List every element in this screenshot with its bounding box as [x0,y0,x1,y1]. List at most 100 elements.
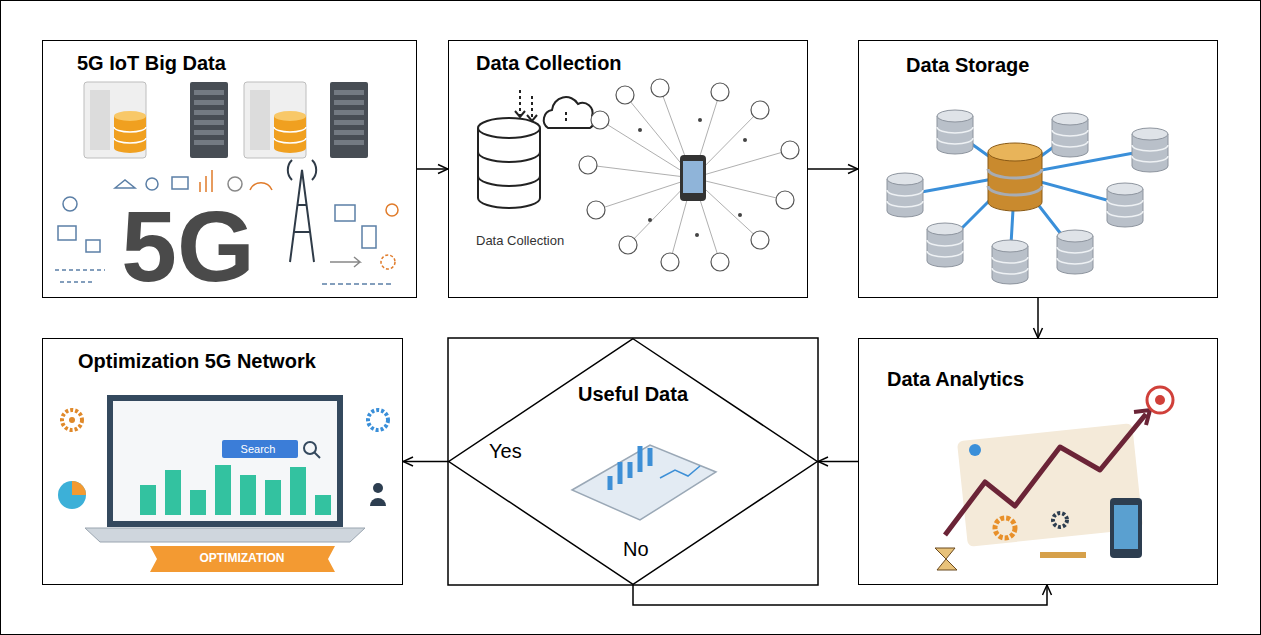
tablet-chart [572,445,716,520]
tablet-chart [572,445,716,520]
server-icons [194,90,224,95]
network-graph [680,155,706,201]
network-graph [648,218,652,222]
server-icons [114,116,146,153]
cloud-icon [544,97,594,128]
database-icon [478,118,540,208]
server-icons [244,82,306,158]
server-icons [334,110,364,115]
server-icons [190,82,228,158]
network-icons [335,205,355,221]
big-5g-text: 5G [121,204,254,289]
storage-network [1052,113,1088,157]
analytics-illustration [1040,552,1086,558]
server-icons [244,82,306,158]
analytics-illustration [1134,410,1150,425]
laptop-illustration [215,465,231,515]
network-graph [738,213,742,217]
network-graph [616,86,634,104]
laptop-illustration [190,490,206,515]
server-icons [84,82,146,158]
tablet-chart [610,446,650,490]
process-box: Data Analytics [858,338,1218,585]
node-title: Data Analytics [887,367,1024,391]
analytics-illustration [969,444,981,456]
network-icons [86,240,100,252]
process-box: Optimization 5G Network [42,338,403,585]
cloud-icon [515,90,594,128]
node-title: Useful Data [578,382,688,406]
server-icons [194,120,224,125]
server-icons [334,130,364,135]
network-graph [776,191,794,209]
node-title: Data Storage [906,53,1029,77]
network-graph [683,161,703,193]
server-icons [194,110,224,115]
laptop-illustration [150,546,335,572]
laptop-illustration [222,440,298,458]
laptop-illustration [62,410,82,430]
analytics-illustration [1155,395,1165,405]
cell-tower [290,170,314,262]
laptop-illustration [140,485,156,515]
cell-tower [288,160,316,180]
laptop-illustration [69,417,75,423]
network-graph [711,253,729,271]
tablet-chart [660,466,700,478]
storage-network [1057,230,1093,274]
network-icons [362,226,376,248]
network-graph [591,111,609,129]
network-graph [711,83,729,101]
flow-arrow [818,461,858,463]
storage-network [988,143,1042,161]
network-graph [695,233,699,237]
server-icons [330,82,368,158]
decision-frame [448,338,818,585]
server-icons [334,140,364,145]
flow-arrow [1037,298,1039,338]
laptop-illustration [58,481,86,509]
edge-label: No [621,538,651,560]
network-graph [579,79,799,271]
flow-arrow [417,168,448,170]
network-icons [58,226,76,240]
network-graph [588,88,790,262]
analytics-illustration [1053,513,1067,527]
analytics-illustration [995,518,1015,538]
database-icon [478,128,540,208]
server-icons [274,116,306,153]
analytics-illustration [1110,498,1142,558]
network-graph [579,156,597,174]
process-box: Data Storage [858,40,1218,298]
server-icons [334,100,364,105]
network-icons [386,204,398,216]
flow-arrow [633,585,1047,605]
server-icons [334,90,364,95]
laptop-illustration [373,483,383,493]
network-graph [587,201,605,219]
server-icons [190,82,228,158]
analytics-illustration [1114,505,1138,549]
network-graph [698,118,702,122]
server-icons [114,111,146,121]
network-graph [651,79,669,97]
storage-network [988,169,1042,195]
server-icons [194,100,224,105]
node-text: Data Collection [476,233,564,249]
laptop-illustration [140,465,331,515]
network-graph [781,141,799,159]
laptop-illustration [314,452,320,458]
diamond-shape [449,339,818,585]
server-icons [274,127,306,143]
analytics-illustration [1147,387,1173,413]
server-icons [114,127,146,143]
storage-network [887,110,1168,284]
server-icons [334,120,364,125]
laptop-illustration [240,475,256,515]
network-icons [228,177,242,191]
server-icons [250,90,270,150]
network-icons [250,183,272,190]
search-box-text: Search [241,442,276,456]
